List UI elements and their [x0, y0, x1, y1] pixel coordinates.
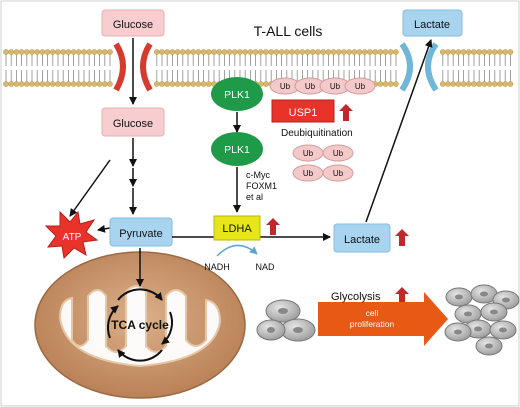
proliferation-arrow [318, 292, 448, 346]
lactate-transporter [399, 42, 439, 92]
plk1-top-node [211, 77, 263, 111]
cell-nucleus [455, 294, 463, 300]
lactate-export-arrow [365, 39, 433, 223]
lactate-inside-box [333, 223, 391, 253]
cell-proliferation-label-line1: cell [366, 308, 379, 318]
glucose-to-atp-arrow [69, 159, 111, 217]
svg-text:Ub: Ub [305, 82, 316, 91]
ldha-up-arrow-icon [266, 218, 280, 235]
foxm1-label: FOXM1 [246, 181, 277, 191]
tca-cycle-arrows [107, 288, 173, 362]
nad-label: NAD [255, 262, 275, 272]
etal-label: et al [246, 192, 263, 202]
cells-left-cluster [256, 299, 316, 342]
svg-text:Ub: Ub [355, 82, 366, 91]
glucose-inside-label: Glucose [113, 118, 153, 130]
ub-top-row: Ub Ub Ub Ub [269, 77, 376, 95]
ub-released: Ub Ub Ub Ub [292, 144, 354, 182]
svg-text:Ub: Ub [330, 82, 341, 91]
glucose-outside-box [101, 9, 165, 37]
pyruvate-label: Pyruvate [119, 228, 162, 240]
cell-membrane [3, 49, 514, 87]
cell-nucleus [499, 327, 507, 333]
cell-nucleus [490, 309, 498, 315]
cell-nucleus [474, 326, 482, 332]
cell-nucleus [454, 329, 462, 335]
plk1-top-label: PLK1 [224, 89, 250, 101]
glucose-outside-label: Glucose [113, 19, 153, 31]
usp1-label: USP1 [289, 107, 318, 119]
lactate-outside-box [402, 9, 463, 37]
cell-nucleus [485, 343, 493, 349]
mitochondrion [34, 251, 246, 399]
tca-cycle-label: TCA cycle [111, 318, 169, 332]
pyruvate-to-atp-arrow [97, 224, 111, 233]
nadh-to-nad-arrow [216, 244, 258, 257]
lactate-inside-label: Lactate [344, 234, 380, 246]
pyruvate-box [109, 217, 173, 247]
glucose-transporter [113, 42, 153, 92]
usp1-up-arrow-icon [339, 104, 353, 121]
svg-text:Ub: Ub [280, 82, 291, 91]
deubiquitination-label: Deubiquitination [281, 128, 353, 139]
plk1-bottom-node [211, 132, 263, 166]
svg-text:Ub: Ub [333, 169, 344, 178]
glycolysis-label: Glycolysis [331, 291, 381, 303]
lactate-up-arrow-icon [395, 229, 409, 246]
cell-nucleus [480, 291, 488, 297]
glucose-inside-box [101, 107, 165, 137]
cells-right-cluster [444, 284, 520, 356]
atp-label: ATP [63, 232, 82, 243]
diagram-title: T-ALL cells [254, 23, 323, 39]
cell-nucleus [464, 311, 472, 317]
cell-proliferation-label-line2: proliferation [350, 319, 395, 329]
plk1-bottom-label: PLK1 [224, 144, 250, 156]
svg-text:Ub: Ub [303, 169, 314, 178]
svg-text:Ub: Ub [333, 149, 344, 158]
svg-text:Ub: Ub [303, 149, 314, 158]
ldha-box [213, 215, 261, 241]
usp1-box [271, 99, 335, 123]
glycolysis-up-arrow-icon [395, 287, 409, 302]
ldha-label: LDHA [222, 223, 252, 235]
cell-nucleus [502, 297, 510, 303]
atp-burst [44, 210, 99, 260]
lactate-outside-label: Lactate [414, 19, 450, 31]
cmyc-label: c-Myc [246, 170, 270, 180]
nadh-label: NADH [204, 262, 230, 272]
